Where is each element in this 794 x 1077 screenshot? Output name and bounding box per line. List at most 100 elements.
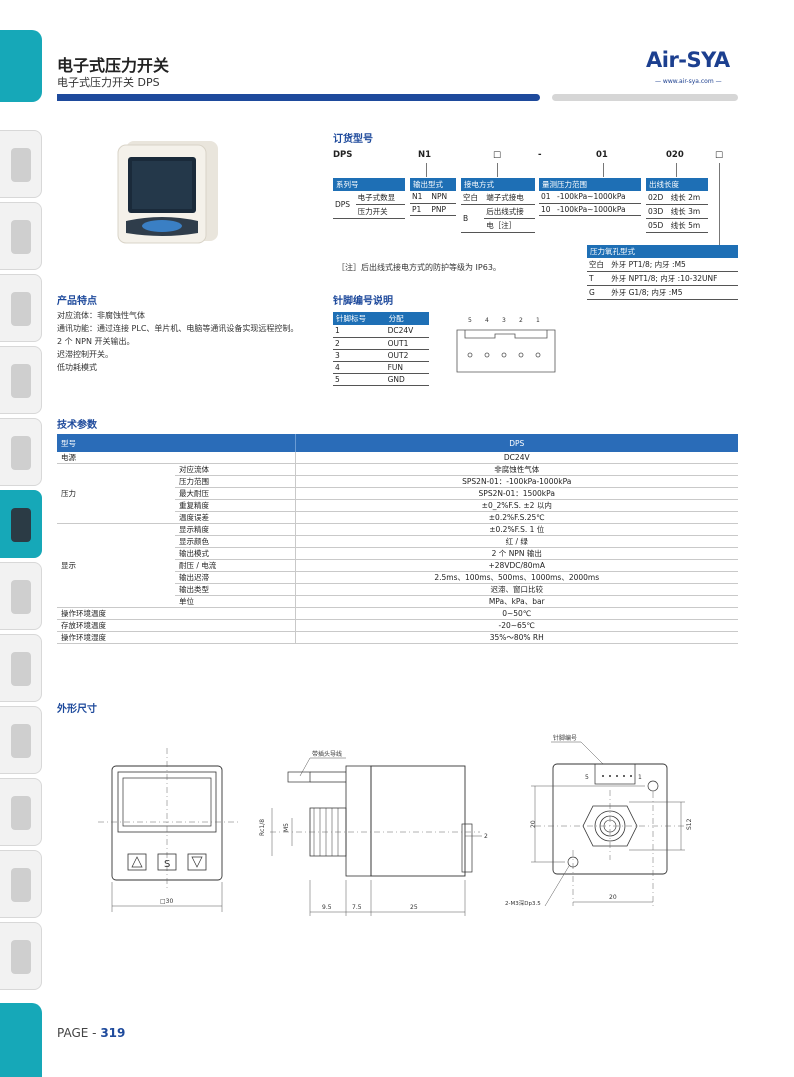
back-view-drawing: 针脚编号 5 1 20 S12 20 2-M3深Dp3.5 [505, 734, 693, 907]
spec-value: SPS2N-01：-100kPa-1000kPa [294, 475, 738, 488]
range-table: 量测压力范围 01-100kPa~1000kPa 10-100kPa~1000k… [539, 178, 641, 216]
side-tab-gauge[interactable] [0, 562, 42, 630]
spec-value: ±0_2%F.S. ±2 以内 [294, 499, 738, 512]
connector-icon [11, 796, 31, 830]
output-code: N1 [410, 191, 430, 204]
table-row: 对应流体非腐蚀性气体 [57, 463, 738, 476]
side-95-label: 9.5 [322, 904, 332, 911]
series-code: DPS [333, 191, 356, 219]
port-desc: 外牙 PT1/8; 内牙 :M5 [609, 258, 738, 272]
cable-code: 02D [646, 191, 669, 205]
pin-no: 3 [333, 349, 386, 362]
back-s12-label: S12 [686, 818, 693, 830]
spec-value: +28VDC/80mA [294, 559, 738, 572]
header-bar-gray [552, 94, 738, 101]
silencer-icon [11, 868, 31, 902]
code-cable: 020 [666, 150, 684, 160]
brand-logo: Air-SYA [646, 48, 730, 72]
feature-line-3: 2 个 NPN 开关输出。 [57, 337, 135, 346]
code-connection: □ [493, 150, 502, 160]
pin-no: 1 [333, 325, 386, 338]
spec-sub: 输出类型 [175, 583, 295, 596]
table-row: 输出类型迟滞、窗口比较 [57, 583, 738, 596]
side-tab-solenoid[interactable] [0, 634, 42, 702]
side-tab-fitting[interactable] [0, 346, 42, 414]
spec-group: 操作环境温度 [57, 607, 175, 620]
spec-group [57, 572, 175, 584]
pins-heading: 针脚编号说明 [333, 296, 393, 307]
side-tab-connector[interactable] [0, 778, 42, 846]
side-tab-pressure-switch[interactable] [0, 490, 42, 558]
spec-value: 非腐蚀性气体 [294, 463, 738, 476]
leader-port [719, 163, 720, 247]
spec-sub: 单位 [175, 595, 295, 608]
feature-line-5: 低功耗模式 [57, 363, 97, 372]
product-photo [117, 141, 218, 244]
front-view-drawing: S □30 [98, 748, 240, 912]
side-tab-silencer[interactable] [0, 850, 42, 918]
side-25-label: 25 [410, 904, 418, 911]
port-code: 空白 [587, 258, 610, 272]
filter-icon [11, 148, 31, 182]
spec-group [57, 584, 175, 596]
connection-code: 空白 [461, 191, 485, 205]
code-range: 01 [596, 150, 608, 160]
output-desc: NPN [429, 191, 456, 204]
feature-line-1: 对应流体：非腐蚀性气体 [57, 311, 145, 320]
pin-label: 1 [536, 317, 540, 324]
chapter-tab-bottom [0, 1003, 42, 1077]
spec-sub: 温度误差 [175, 511, 295, 524]
order-note: ［注］后出线式接电方式的防护等级为 IP63。 [337, 263, 501, 272]
side-tab-manifold[interactable] [0, 706, 42, 774]
spec-group [57, 511, 175, 524]
fitting-icon [11, 364, 31, 398]
cable-code: 03D [646, 204, 669, 219]
side-lead-label: 带插头导线 [312, 750, 342, 758]
spec-value: SPS2N-01：1500kPa [294, 487, 738, 500]
table-row: 重复精度±0_2%F.S. ±2 以内 [57, 499, 738, 512]
spec-group: 电源 [57, 452, 175, 464]
port-header: 压力氧孔型式 [587, 245, 738, 258]
range-code: 01 [539, 191, 556, 204]
side-tab-regulator[interactable] [0, 418, 42, 486]
spec-head-label: 型号 [57, 434, 295, 452]
pin-func: FUN [385, 361, 429, 374]
cylinder-icon [11, 220, 31, 254]
back-20-horizontal: 20 [609, 894, 617, 901]
side-tab-valve[interactable] [0, 274, 42, 342]
spec-value: ±0.2%F.S. 1 位 [294, 523, 738, 536]
brand-url-text: www.air-sya.com [662, 78, 714, 85]
solenoid-icon [11, 652, 31, 686]
side-tab-filter[interactable] [0, 130, 42, 198]
spec-group [57, 524, 175, 536]
spec-value: 红 / 绿 [294, 535, 738, 548]
spec-value: ±0.2%F.S.25℃ [294, 511, 738, 524]
pin-label: 2 [519, 317, 523, 324]
pins-col-2: 分配 [385, 312, 429, 325]
chapter-tab-top [0, 30, 42, 102]
pin-func: DC24V [385, 325, 429, 338]
spec-sub [175, 619, 295, 632]
pin-label: 4 [485, 317, 489, 324]
side-tab-cylinder[interactable] [0, 202, 42, 270]
spec-value: 迟滞、窗口比较 [294, 583, 738, 596]
pins-col-1: 针脚标号 [333, 312, 386, 325]
feature-line-4: 迟滞控制开关。 [57, 350, 113, 359]
back-m3-label: 2-M3深Dp3.5 [505, 899, 541, 907]
series-table: 系列号 DPS 电子式数显 压力开关 [333, 178, 405, 219]
spec-sub: 显示精度 [175, 523, 295, 536]
valve-icon [11, 292, 31, 326]
side-tab-accessory[interactable] [0, 922, 42, 990]
side-2-label: 2 [484, 833, 488, 840]
connection-desc: 后出线式接 [484, 204, 535, 219]
spec-sub: 输出迟滞 [175, 571, 295, 584]
leader-cable [676, 163, 677, 177]
brand-url: — www.air-sya.com — [655, 78, 722, 85]
